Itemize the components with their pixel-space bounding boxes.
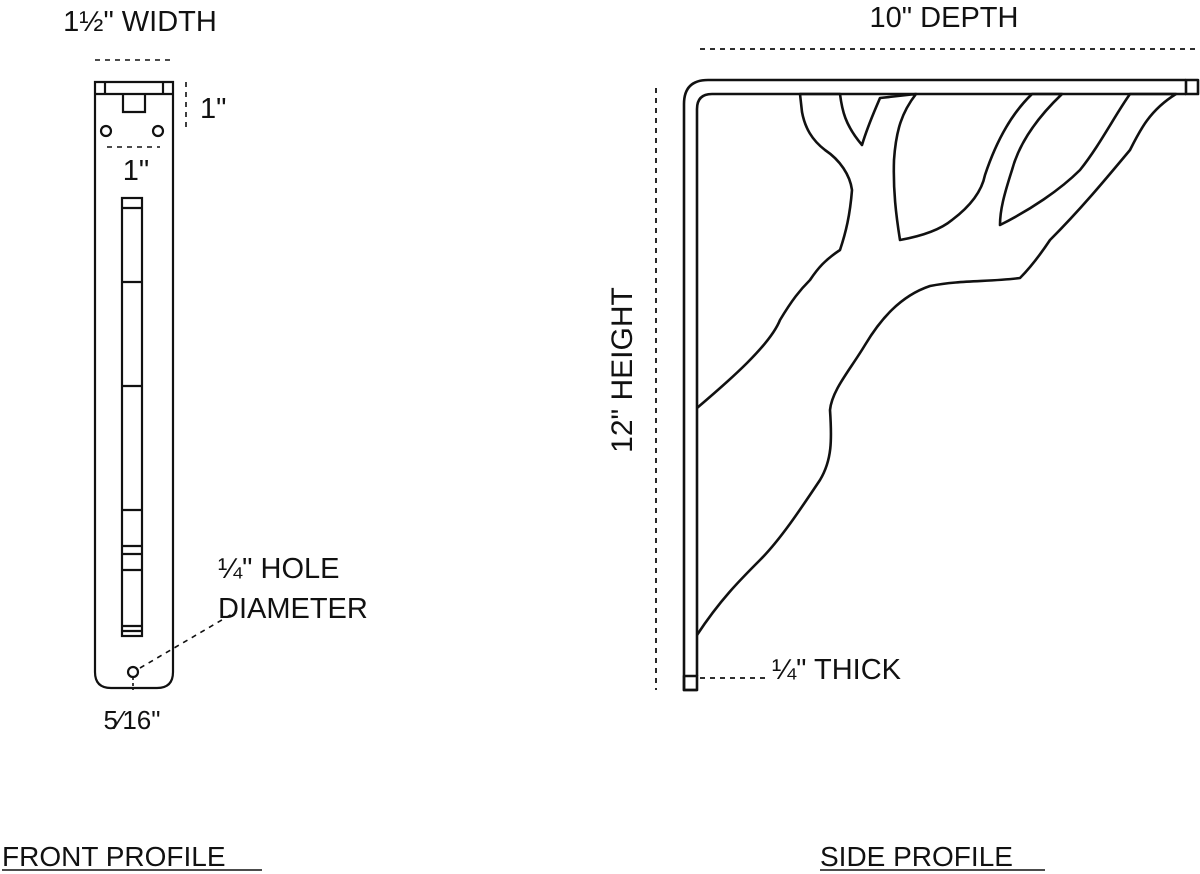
- tree-branch-silhouette: [695, 92, 1178, 636]
- depth-label: 10" DEPTH: [870, 2, 1019, 34]
- height-label: 12" HEIGHT: [606, 287, 639, 453]
- hole-leader-line: [139, 613, 233, 669]
- front-plate-outline: [93, 80, 175, 690]
- bottom-hole: [126, 665, 140, 679]
- front-profile-caption: FRONT PROFILE: [2, 841, 226, 872]
- bottom-offset-label: 5⁄16": [104, 705, 161, 735]
- front-profile-view: [93, 80, 175, 690]
- screw-hole-left: [99, 124, 113, 138]
- width-label: 1½" WIDTH: [63, 6, 217, 38]
- hole-spacing-label: 1": [123, 155, 149, 187]
- top-notch: [121, 94, 147, 114]
- center-rib: [120, 196, 144, 638]
- front-dimension-lines: [95, 59, 233, 669]
- bottom-foot: [682, 674, 699, 692]
- screw-hole-right: [151, 124, 165, 138]
- thickness-label: ¼" THICK: [772, 654, 902, 686]
- side-dimension-lines: [655, 48, 1198, 690]
- top-end-cap: [1184, 78, 1200, 96]
- hole-label-line1: ¼" HOLE: [218, 553, 340, 585]
- top-height-label: 1": [200, 93, 226, 125]
- bracket-outer-edge: [682, 78, 1186, 692]
- hole-label-line2: DIAMETER: [218, 593, 368, 625]
- side-profile-view: [682, 78, 1200, 692]
- bracket-inner-edge: [695, 92, 1186, 676]
- side-profile-caption: SIDE PROFILE: [820, 841, 1013, 872]
